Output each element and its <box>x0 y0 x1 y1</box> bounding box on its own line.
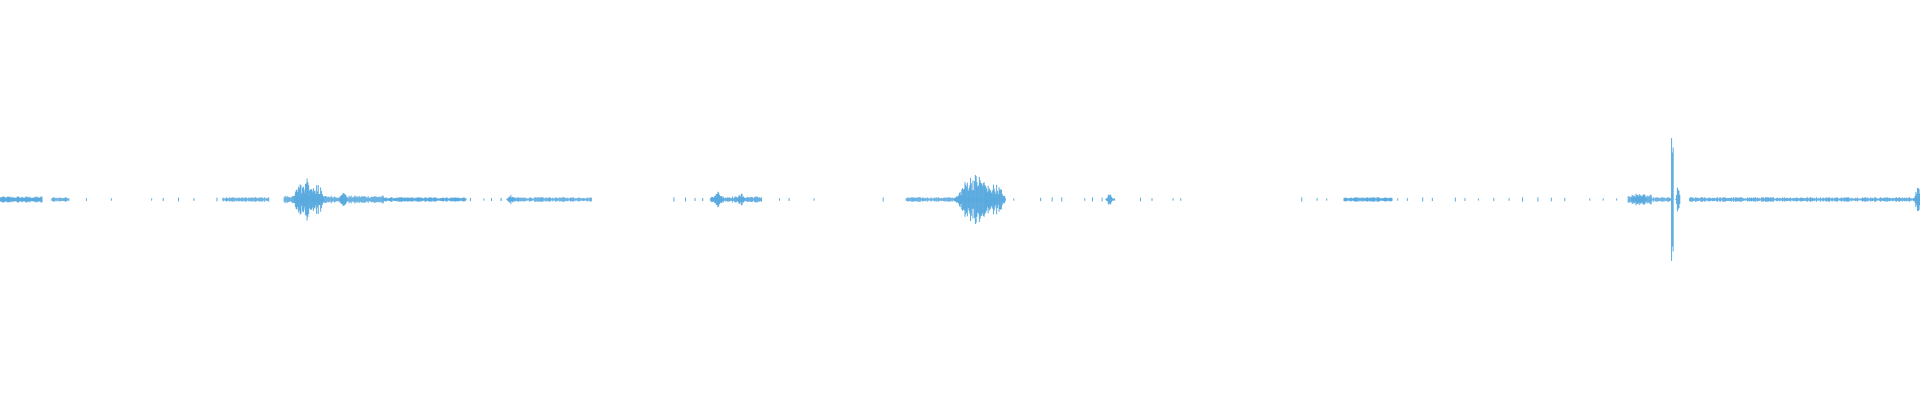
waveform-segment <box>1650 197 1671 202</box>
waveform-segment <box>1113 198 1116 201</box>
waveform-segment <box>383 197 467 202</box>
waveform-burst <box>982 184 1006 215</box>
waveform-burst <box>736 193 745 206</box>
waveform-burst <box>1670 138 1674 261</box>
waveform-burst <box>506 194 515 205</box>
waveform-burst <box>1105 194 1114 205</box>
waveform-segment <box>508 197 592 202</box>
waveform-burst <box>339 192 348 207</box>
waveform-burst <box>1631 193 1648 206</box>
waveform-burst <box>1913 187 1920 212</box>
waveform-segment <box>1689 197 1920 202</box>
waveform-segment <box>1343 197 1393 202</box>
waveform-burst <box>711 191 725 208</box>
waveform-segment <box>51 197 70 202</box>
waveform-segment <box>222 197 270 202</box>
waveform-segment <box>0 196 43 203</box>
waveform-burst <box>310 185 325 214</box>
waveform-burst <box>1675 187 1681 212</box>
